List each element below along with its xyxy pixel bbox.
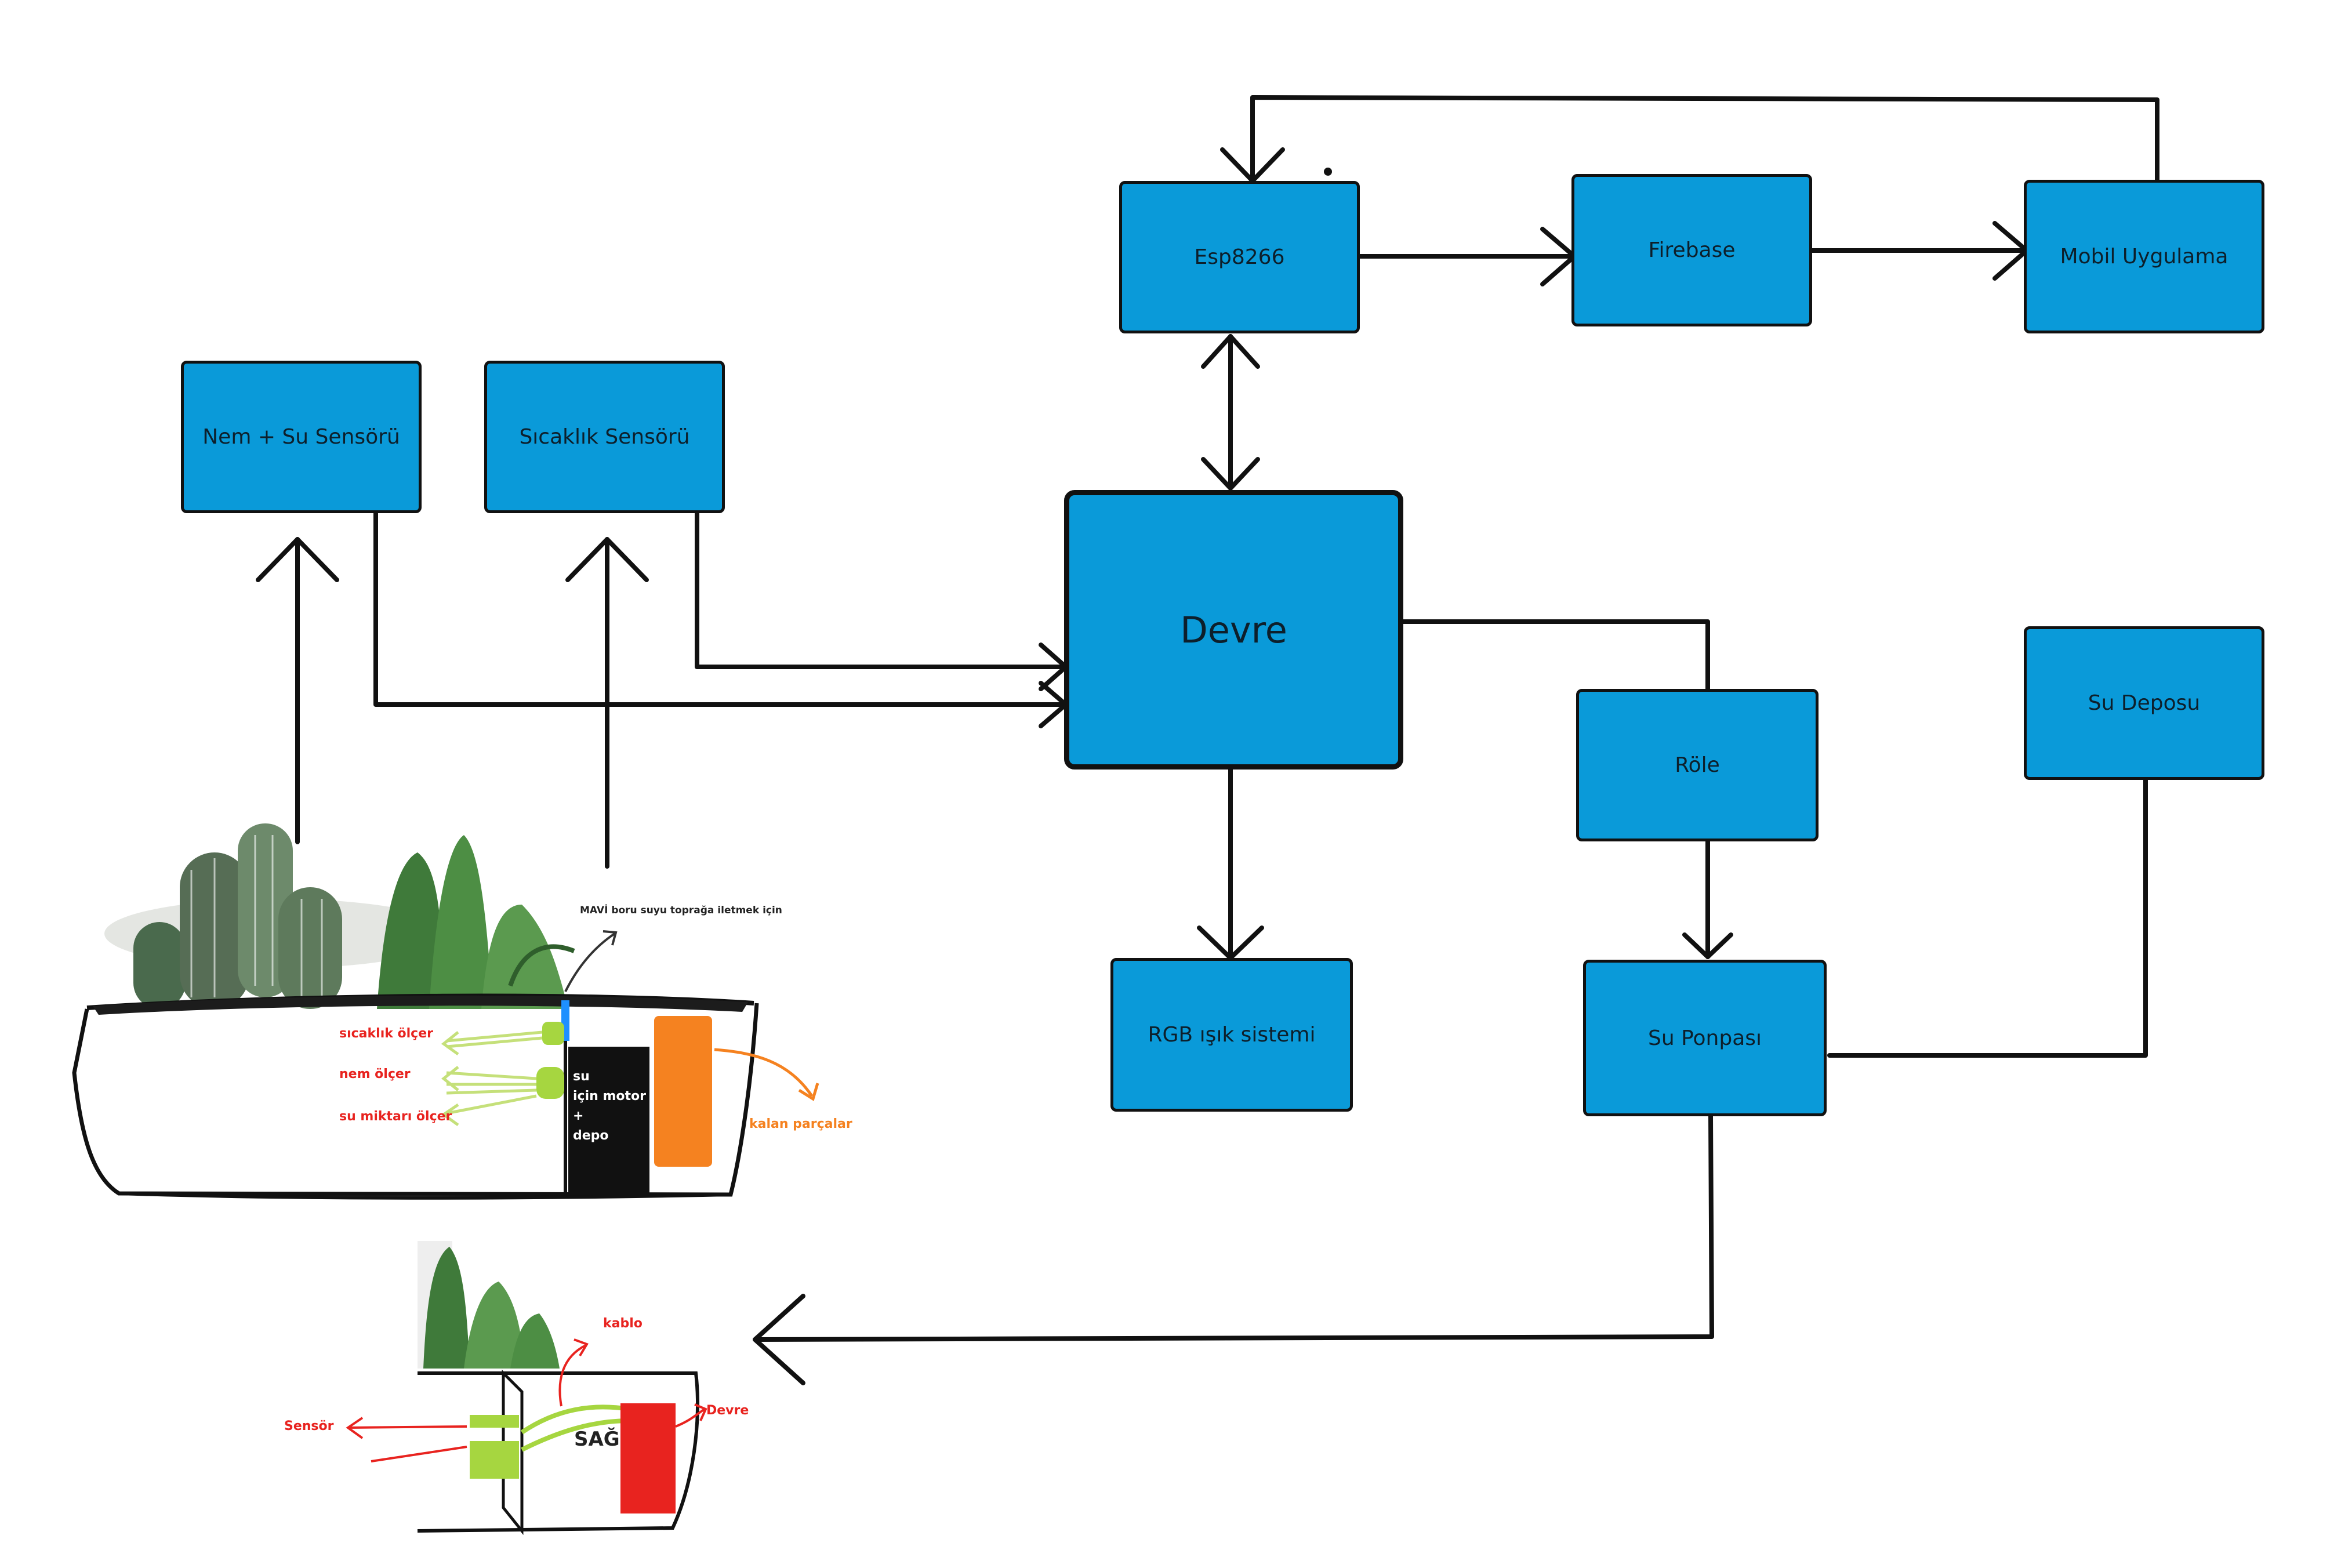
moisture-meter-label: nem ölçer [339,1067,411,1081]
side-label: SAĞ [574,1428,620,1451]
block-devre: Devre [1064,490,1403,770]
other-parts-block [654,1016,712,1167]
arrowhead-pot-sketch [753,1294,805,1385]
motor-box-line: su [573,1069,590,1084]
other-parts-label: kalan parçalar [749,1117,852,1131]
pot-soil [93,995,748,1015]
motor-depo-box [568,1047,649,1195]
block-mobil-uygulama: Mobil Uygulama [2024,180,2264,333]
connector-sicaklik-to-devre [695,511,1068,669]
block-sicaklik-sensoru: Sıcaklık Sensörü [484,361,725,513]
connector-devre-to-role [1401,619,1710,692]
motor-box-line: + [573,1109,584,1123]
pipe-pointer [564,932,616,992]
stray-dot [1324,168,1332,176]
block-label: Esp8266 [1194,245,1285,269]
block-su-ponpasi: Su Ponpası [1583,960,1827,1116]
circuit-pointer-head [694,1403,707,1421]
arrowhead-devre-top [1201,457,1260,491]
block-nem-su-sensoru: Nem + Su Sensörü [181,361,422,513]
block-label: RGB ışık sistemi [1148,1023,1316,1047]
block-label: Firebase [1648,238,1736,262]
sensor-wire-heads [441,1031,459,1127]
motor-box-text: su için motor + depo [573,1067,648,1146]
cactus-plants-image [104,823,575,1009]
side-pot-outline [417,1371,699,1533]
side-sensor-wire [521,1418,630,1452]
cable-label: kablo [603,1316,643,1331]
cable-pointer [558,1344,586,1407]
sensor-pointer-head [346,1417,364,1439]
connector-mobile-to-esp [1250,95,2159,183]
side-sensor-top [470,1415,519,1428]
block-label: Mobil Uygulama [2060,245,2228,268]
block-firebase: Firebase [1571,174,1812,326]
motor-box-line: depo [573,1128,609,1143]
pipe-note-label: MAVİ boru suyu toprağa iletmek için [580,905,782,916]
motor-box-line: için motor [573,1089,646,1104]
sensor-label: Sensör [284,1419,334,1433]
arrowhead-esp-bottom [1201,334,1260,369]
side-cactus-image [418,1241,560,1369]
block-label: Sıcaklık Sensörü [519,425,690,449]
block-role: Röle [1576,689,1819,841]
pipe-pointer-head [602,930,618,946]
water-meter-label: su miktarı ölçer [339,1109,452,1124]
block-label: Nem + Su Sensörü [202,425,400,449]
block-rgb-isik-sistemi: RGB ışık sistemi [1110,958,1353,1112]
arrowhead-sicaklik [565,537,649,582]
other-parts-pointer [714,1048,814,1097]
circuit-label: Devre [706,1403,749,1418]
cable-pointer-head [574,1338,589,1357]
temp-meter-label: sıcaklık ölçer [339,1026,433,1041]
side-circuit-block [620,1403,676,1513]
pot-body [72,1003,759,1197]
block-su-deposu: Su Deposu [2024,626,2264,780]
other-parts-pointer-head [798,1083,819,1101]
pot-base [118,1192,731,1200]
connector-pompa-to-pot [753,1114,1714,1342]
moisture-sensor [536,1067,564,1099]
block-label: Su Deposu [2088,691,2201,715]
arrowhead-pompa [1682,932,1733,959]
arrowhead-nem [256,537,339,582]
block-label: Devre [1180,608,1287,651]
connector-depo-to-pompa [1827,778,2148,1058]
side-sensor-wire [520,1404,630,1435]
connector-nem-to-devre [373,511,1068,707]
block-label: Röle [1675,753,1720,777]
sensor-pointer [347,1425,467,1462]
side-sensor-bottom [470,1441,519,1479]
circuit-pointer [675,1408,706,1428]
temp-sensor [542,1022,564,1045]
sensor-wires [446,1030,543,1115]
block-label: Su Ponpası [1647,1026,1762,1050]
block-esp8266: Esp8266 [1119,181,1360,333]
